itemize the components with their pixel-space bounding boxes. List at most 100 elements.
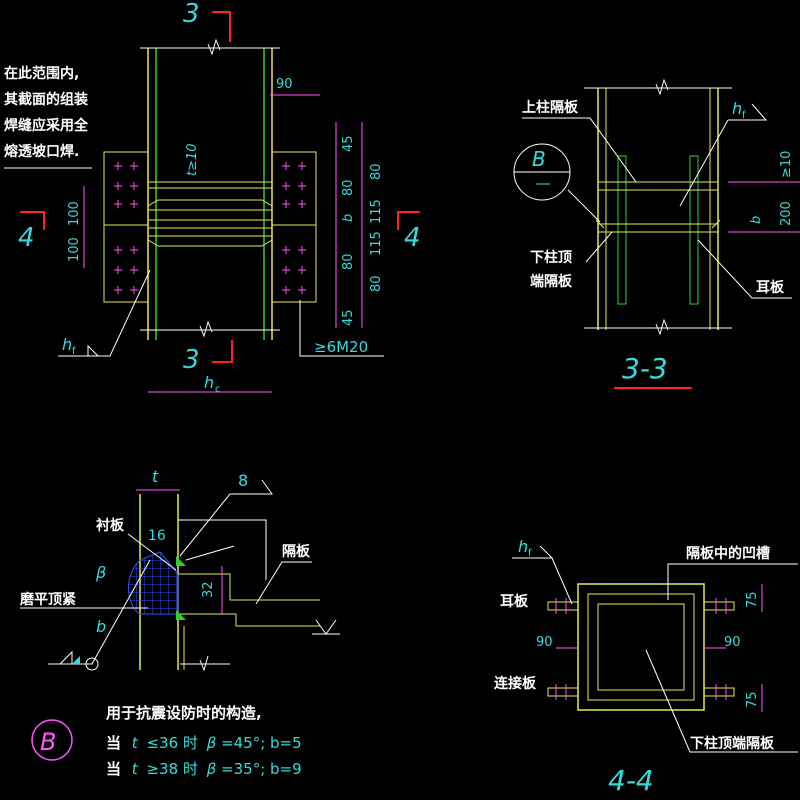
section-cut-left [20,211,45,230]
s44-weld-symbol: h [518,537,528,556]
s33-label-lower-2: 端隔板 [530,273,573,290]
weld-leader [58,269,151,357]
s44-ear-left-bottom [547,687,579,697]
s33-label-ear: 耳板 [756,279,785,296]
s33-welds [595,219,721,229]
dB-rule1: 当 t ≤36 时 β =45°; b=5 [106,734,302,752]
dB-leader-8 [179,479,273,557]
dim-hc-sub: c [215,384,221,395]
dB-weld-leader [48,559,151,665]
dim-r-80b: 80 [341,253,356,270]
dB-label-diaphragm: 隔板 [282,543,311,560]
s33-ear-plate-right [689,155,699,305]
dB-weld-flag [72,656,80,664]
dB-weld-tri-1 [176,556,186,566]
dB-leader-diaphragm [255,561,312,605]
section-cut-top [212,11,231,42]
dB-break-bottom [180,655,230,672]
s44-ear-left-top [547,601,579,611]
dB-label-grind: 磨平顶紧 [20,591,76,608]
s33-break-mark-top [655,78,669,96]
s44-ear-right-top [703,601,735,611]
dB-leader-backing [127,533,177,571]
s44-groove-box [597,603,685,691]
section-cut-right [397,211,420,230]
s44-label-end-plate: 下柱顶端隔板 [690,735,775,752]
dB-note-title: 用于抗震设防时的构造, [106,704,262,722]
s33-title: 3-3 [622,352,668,385]
s33-detail-leader [567,189,601,223]
s44-dim-right: 90 [724,635,741,650]
s44-title: 4-4 [608,764,654,797]
s33-dim-200: 200 [779,201,794,226]
s44-dim-left: 90 [536,635,553,650]
dB-beta: β [95,563,106,582]
dB-weld-circle [85,657,99,671]
dB-rule1-beta: β [206,734,217,752]
ear-plate-right [271,151,317,303]
note-line-3: 焊缝应采用全 [4,117,89,134]
s44-label-ear: 耳板 [500,593,529,610]
s44-outer-box [577,583,705,711]
dB-rule2-cond: ≥38 时 [146,760,197,778]
dB-badge: B [40,728,56,756]
dB-leader-arrow [185,545,235,561]
s33-leader-ear [697,239,792,299]
bolts-left [114,162,138,294]
bolts-right [282,162,306,294]
s44-leader-groove [667,563,798,600]
dB-dim-32: 32 [201,581,216,598]
dB-rule1-vals: =45°; b=5 [221,734,302,752]
s33-detail-letter: B [532,147,546,171]
s44-label-groove: 隔板中的凹槽 [686,545,770,562]
dB-rule2-vals: =35°; b=9 [221,760,302,778]
dim-hc: h [204,373,214,392]
dB-weld-hatch [127,551,179,615]
groove-weld-top [147,199,273,207]
section-cut-bottom [212,340,233,363]
bolt-leader [299,300,384,357]
s44-ear-right-bottom [703,687,735,697]
section-mark-left: 4 [18,223,35,253]
dB-rule2-t: t [132,760,139,778]
s33-label-upper-diaphragm: 上柱隔板 [522,99,579,116]
ear-plate-left [103,151,149,303]
section-mark-top: 3 [183,0,200,29]
section-mark-right: 4 [404,223,421,253]
s44-dim-bottom: 75 [745,691,760,708]
dim-left-1: 100 [67,201,82,226]
dim-r-outer-115b: 115 [369,231,384,256]
dB-dim-8: 8 [238,471,248,490]
s44-bolts [555,598,727,700]
dim-r-45b: 45 [341,309,356,326]
dB-diaphragm [178,573,320,601]
groove-weld-bottom [147,239,273,247]
weld-symbol: h [62,335,72,354]
break-mark-bottom [199,320,213,338]
dB-rule1-cond: ≤36 时 [146,734,197,752]
section-3-3: 上柱隔板 下柱顶 端隔板 耳板 B h f ≥10 200 b 3-3 [513,78,800,389]
dB-weld-tri-2 [176,610,186,620]
dim-r-outer-115a: 115 [369,199,384,224]
dim-r-80a: 80 [341,179,356,196]
dim-r-45a: 45 [341,135,356,152]
s33-weld-symbol: h [732,99,742,118]
dB-label-backing: 衬板 [96,517,125,534]
section-mark-bottom: 3 [183,345,200,375]
dim-r-outer-80b: 80 [369,275,384,292]
s44-label-conn: 连接板 [494,675,537,692]
break-mark-top [207,38,221,56]
dB-rule2: 当 t ≥38 时 β =35°; b=9 [106,760,302,778]
note-line-4: 熔透坡口焊. [4,143,79,160]
s33-dim-thk: ≥10 [779,151,794,178]
weld-flag [87,344,99,357]
s44-dim-top: 75 [745,591,760,608]
s33-leader-upper [522,117,637,183]
dB-dim-t: t [152,467,159,486]
dB-badge-circle [31,719,73,761]
upper-diaphragm [147,181,273,189]
s33-dim-b: b [749,216,764,224]
weld-symbol-sub: f [72,346,76,357]
note-line-2: 其截面的组装 [4,91,89,108]
s33-lower-diaphragm [597,223,719,233]
